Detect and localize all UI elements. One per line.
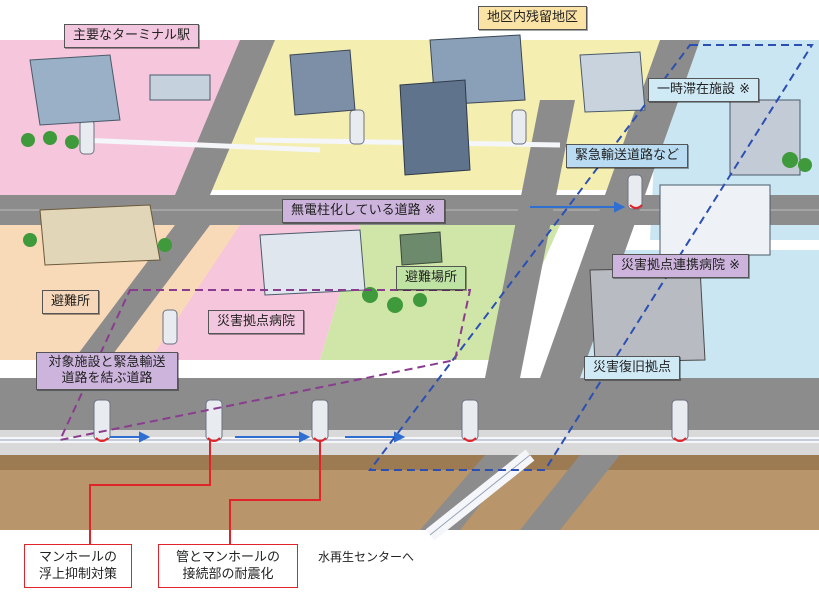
terminal-building <box>29 54 121 126</box>
manholes <box>79 109 689 441</box>
label-emergency-road: 緊急輸送道路など <box>566 144 689 168</box>
hospital-building <box>259 229 366 296</box>
uplift-leader-line <box>89 440 211 545</box>
joint-leader-line <box>229 440 321 545</box>
label-evacuation-site: 避難場所 <box>396 266 467 290</box>
label-no-pole-road: 無電柱化している道路 ※ <box>282 199 445 223</box>
label-recovery-base: 災害復旧拠点 <box>584 356 681 380</box>
road-diag-2 <box>60 225 210 378</box>
park-restroom <box>399 231 443 266</box>
label-connect-road-line1: 対象施設と緊急輸送 <box>48 355 166 370</box>
road-diag-5 <box>520 455 620 530</box>
callout-joint-quake: 管とマンホールの 接続部の耐震化 <box>158 544 298 588</box>
trees <box>21 131 812 313</box>
label-connect-road-line2: 道路を結ぶ道路 <box>61 371 153 386</box>
callout-manhole-uplift-line1: マンホールの <box>38 550 117 565</box>
callout-joint-quake-line2: 接続部の耐震化 <box>182 567 274 582</box>
label-partner-hospital: 災害拠点連携病院 ※ <box>612 254 750 278</box>
road-lower <box>0 378 819 430</box>
shelter-school <box>39 204 161 266</box>
label-shelter: 避難所 <box>42 290 100 314</box>
callout-manhole-uplift: マンホールの 浮上抑制対策 <box>24 544 132 588</box>
road-diag-3 <box>485 100 575 378</box>
label-terminal-station: 主要なターミナル駅 <box>64 24 200 48</box>
soil-layer <box>0 455 819 530</box>
label-to-reclamation-center: 水再生センターへ <box>318 550 415 564</box>
sewer-branch-upper <box>79 137 321 153</box>
connect-road-dashed-outline <box>58 289 472 442</box>
sewer-to-center-edge <box>429 454 531 536</box>
flow-arrows <box>110 201 626 443</box>
callout-manhole-uplift-line2: 浮上抑制対策 <box>38 567 117 582</box>
label-disaster-hospital: 災害拠点病院 <box>208 310 305 334</box>
label-connect-road: 対象施設と緊急輸送 道路を結ぶ道路 <box>36 352 178 390</box>
callout-joint-quake-line1: 管とマンホールの <box>175 550 280 565</box>
terminal-train <box>149 74 211 101</box>
soil-top-edge <box>0 455 819 470</box>
stay-building-4 <box>579 51 646 113</box>
stay-building-3 <box>399 79 471 176</box>
stay-building-1 <box>289 49 356 116</box>
label-district-stay: 地区内残留地区 <box>478 6 588 30</box>
road-diag-4 <box>420 455 520 530</box>
label-temp-stay: 一時滞在施設 ※ <box>648 78 760 102</box>
emergency-road-dashed-outline <box>367 44 814 471</box>
manhole-joint-marks <box>95 204 687 442</box>
recovery-base-building <box>589 267 706 363</box>
buildings <box>29 34 801 363</box>
partner-hospital-building <box>659 184 771 256</box>
road-diag-1 <box>175 40 275 195</box>
